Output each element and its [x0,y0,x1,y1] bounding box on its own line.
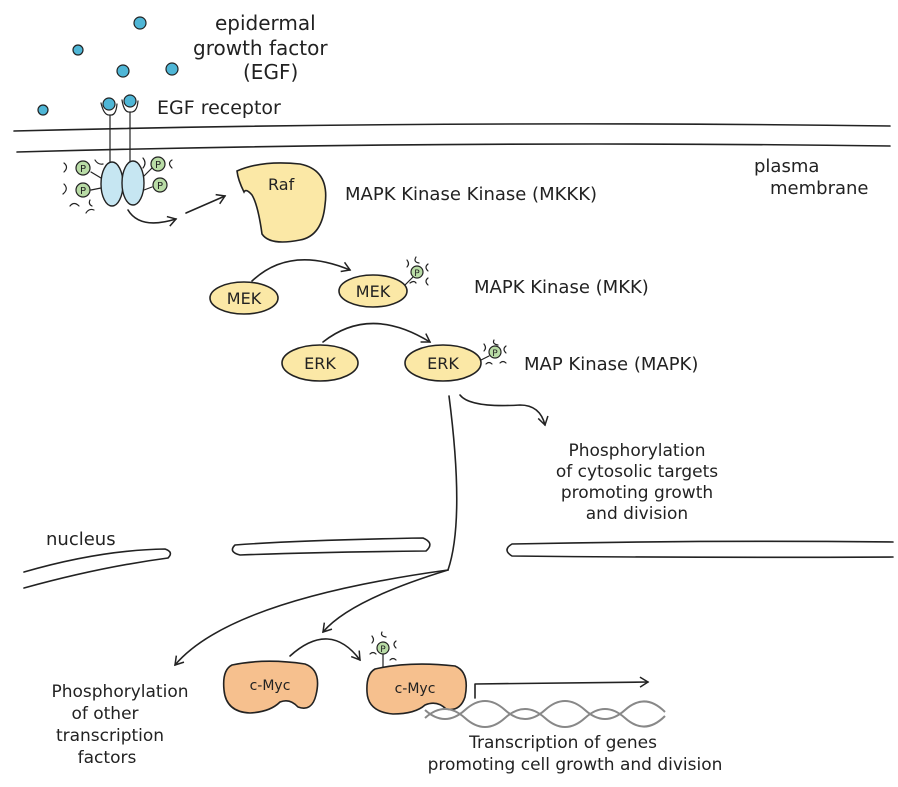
transcription-arrow [474,676,650,699]
cmyc-phosphorylated: c-Myc P [366,631,468,715]
nuclear-arrow [322,569,449,634]
raf-protein: Raf [236,162,327,243]
mapk-label: MAP Kinase (MAPK) [524,354,698,375]
svg-text:c-Myc: c-Myc [250,678,291,694]
nuclear-envelope [23,537,894,589]
mkkk-label: MAPK Kinase Kinase (MKKK) [345,184,597,205]
svg-text:P: P [492,349,498,359]
svg-text:MEK: MEK [356,282,391,301]
phosphate-group: P [152,177,168,193]
nucleus-label: nucleus [46,529,116,550]
egf-label-3: (EGF) [243,60,298,84]
cytosolic-label-2: of cytosolic targets [556,462,718,482]
phosphate-group: P [488,345,502,359]
svg-text:P: P [80,186,86,197]
cytosolic-label-1: Phosphorylation [568,441,705,461]
bound-egf [123,94,137,108]
cytosolic-label-3: promoting growth [561,483,713,503]
other-tf-label-4: factors [78,748,137,768]
egf-molecule [37,104,49,116]
mek-phosphorylated: MEK P [338,256,429,308]
svg-text:ERK: ERK [304,354,336,373]
phosphate-group: P [376,641,390,655]
phosphate-group: P [75,160,91,176]
activation-arrow [289,638,361,662]
activation-arrow [127,209,178,227]
egf-molecule [72,44,84,56]
egf-molecule [116,64,130,78]
activation-arrow [185,193,227,214]
svg-text:ERK: ERK [427,354,459,373]
dna-double-helix [424,700,666,728]
svg-text:MEK: MEK [227,289,262,308]
egf-ligands [37,16,179,116]
plasma-label-1: plasma [754,156,819,177]
erk-protein: ERK [281,344,359,382]
phosphate-group: P [410,265,424,279]
bound-egf [102,97,116,111]
phosphate-group: P [75,182,91,198]
egf-receptor-label: EGF receptor [157,97,281,119]
svg-text:P: P [414,269,420,279]
egf-molecule [133,16,147,30]
plasma-membrane [13,123,891,153]
cmyc-protein: c-Myc [222,660,319,714]
transcription-label-2: promoting cell growth and division [428,755,723,775]
egf-label-2: growth factor [193,36,328,60]
receptor-kinase-domain [100,161,124,207]
cytosolic-label-4: and division [586,504,688,524]
transcription-label-1: Transcription of genes [468,733,657,753]
other-tf-label-2: of other [71,704,138,724]
svg-text:c-Myc: c-Myc [395,681,436,697]
nuclear-translocation-line [447,395,458,571]
svg-text:P: P [157,181,163,192]
activation-arrow [251,259,352,282]
plasma-label-2: membrane [770,178,868,199]
egf-molecule [165,62,179,76]
svg-text:P: P [155,160,161,171]
svg-text:P: P [80,164,86,175]
cytosolic-arrow [459,394,549,427]
svg-text:P: P [380,645,386,655]
receptor-kinase-domain [121,160,145,206]
egf-label-1: epidermal [215,11,316,35]
mek-protein: MEK [209,281,279,315]
phosphate-group: P [150,156,166,172]
activation-arrow [322,322,432,343]
svg-text:Raf: Raf [268,175,295,194]
nuclear-arrow [174,569,449,667]
mkk-label: MAPK Kinase (MKK) [474,277,649,298]
other-tf-label-3: transcription [56,726,164,746]
egf-receptor: P P P P [62,94,173,214]
other-tf-label-1: Phosphorylation [51,682,188,702]
erk-phosphorylated: ERK P [404,339,507,382]
